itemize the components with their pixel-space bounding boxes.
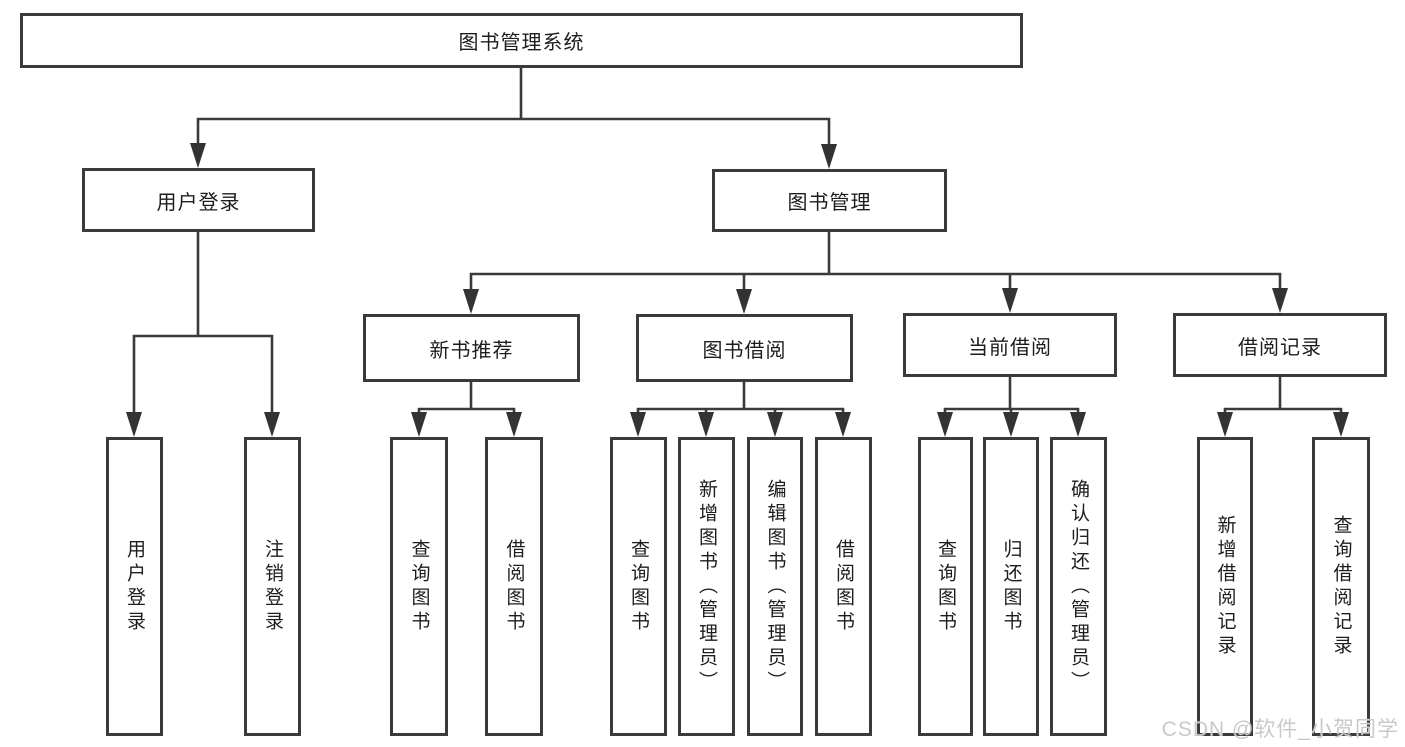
arrowheads [126,143,1349,437]
node-label: 图书借阅 [702,339,787,362]
node-book-borrowing: 图书借阅 [636,314,853,382]
leaf-query-books: 查询图书 [610,437,667,736]
node-label: 借阅图书 [503,538,525,635]
leaf-return-books: 归还图书 [983,437,1039,736]
node-label: 查询图书 [935,538,956,635]
node-label: 借阅图书 [833,538,854,635]
node-label: 查询借阅记录 [1330,514,1352,659]
leaf-confirm-return-admin: 确认归还（管理员） [1050,437,1107,736]
leaf-query-books: 查询图书 [918,437,973,736]
node-label: 用户登录 [156,191,241,214]
node-book-management: 图书管理 [712,169,947,232]
node-label: 确认归还（管理员） [1068,478,1089,695]
node-new-book-recommendation: 新书推荐 [363,314,580,382]
leaf-query-books: 查询图书 [390,437,448,736]
node-library-management-system: 图书管理系统 [20,13,1023,68]
node-label: 新增图书（管理员） [696,478,717,695]
leaf-user-login: 用户登录 [106,437,163,736]
node-label: 图书管理 [787,192,872,214]
leaf-query-borrow-record: 查询借阅记录 [1312,437,1370,736]
node-label: 当前借阅 [968,336,1052,359]
node-label: 新增借阅记录 [1214,514,1236,659]
node-label: 注销登录 [262,538,283,635]
node-label: 图书管理系统 [458,32,585,54]
node-label: 借阅记录 [1238,336,1322,359]
node-user-login: 用户登录 [82,168,315,232]
node-current-borrowing: 当前借阅 [903,313,1117,377]
leaf-borrow-books: 借阅图书 [485,437,543,736]
leaf-borrow-books: 借阅图书 [815,437,872,736]
leaf-edit-books-admin: 编辑图书（管理员） [747,437,803,736]
node-label: 新书推荐 [429,339,514,362]
node-label: 用户登录 [124,538,145,635]
csdn-watermark: CSDN @软件_小贺同学 [1161,718,1399,741]
node-label: 归还图书 [1000,538,1022,635]
leaf-logout: 注销登录 [244,437,301,736]
node-label: 查询图书 [408,538,430,635]
leaf-add-books-admin: 新增图书（管理员） [678,437,735,736]
node-label: 编辑图书（管理员） [764,478,786,695]
node-label: 查询图书 [628,538,649,635]
node-borrowing-records: 借阅记录 [1173,313,1387,377]
leaf-add-borrow-record: 新增借阅记录 [1197,437,1253,736]
